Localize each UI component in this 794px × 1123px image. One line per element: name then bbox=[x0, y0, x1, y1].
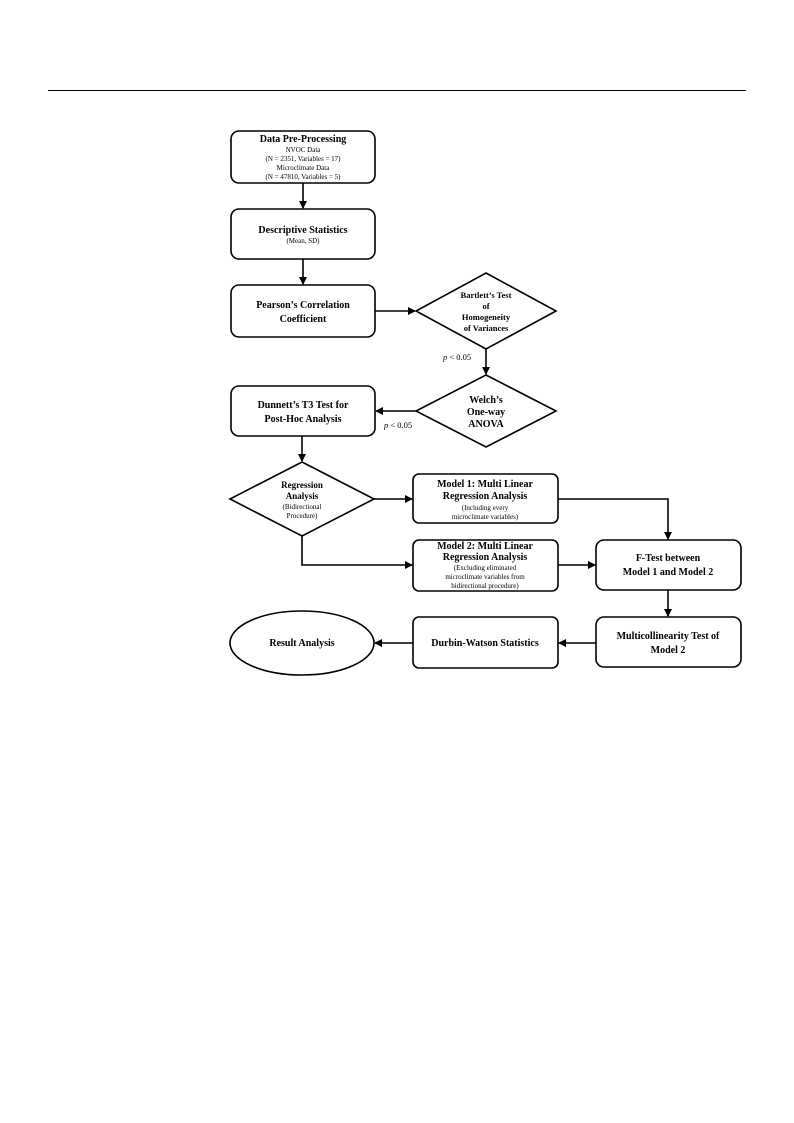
regression-sub: (Bidirectional bbox=[283, 503, 322, 511]
pearson-title: Coefficient bbox=[280, 314, 327, 325]
regression-title: Regression bbox=[281, 480, 323, 490]
multicollinearity-box bbox=[595, 616, 742, 668]
bartlett-title: Homogeneity bbox=[462, 312, 511, 322]
ftest-box bbox=[595, 539, 742, 591]
model2-title: Regression Analysis bbox=[443, 552, 528, 563]
welch-diamond bbox=[414, 374, 558, 448]
p-symbol: p bbox=[442, 352, 447, 362]
arrow-model1-ftest bbox=[558, 498, 672, 540]
header-rule bbox=[48, 90, 746, 91]
preprocessing-line: Microclimate Data bbox=[277, 164, 331, 172]
model1-sub: microclimate variables) bbox=[452, 513, 519, 521]
bartlett-title: Bartlett’s Test bbox=[461, 290, 512, 300]
model2-sub: bidirectional procedure) bbox=[451, 582, 519, 590]
multicollinearity-title: Model 2 bbox=[651, 645, 686, 656]
welch-title: ANOVA bbox=[468, 419, 504, 430]
bartlett-title: of Variances bbox=[464, 323, 509, 333]
pearson-box bbox=[230, 284, 376, 338]
durbin-title: Durbin-Watson Statistics bbox=[431, 638, 539, 649]
p-threshold: < 0.05 bbox=[388, 420, 412, 430]
regression-title: Analysis bbox=[286, 491, 319, 501]
model2-sub: microclimate variables from bbox=[445, 573, 525, 581]
arrow-regression-model2 bbox=[301, 536, 413, 569]
edge-label-welch-dunnett: p < 0.05 bbox=[383, 420, 412, 430]
descriptive-title: Descriptive Statistics bbox=[258, 225, 347, 236]
pearson-title: Pearson’s Correlation bbox=[256, 300, 350, 311]
preprocessing-line: NVOC Data bbox=[286, 146, 322, 154]
edge-label-bartlett-welch: p < 0.05 bbox=[442, 352, 471, 362]
p-threshold: < 0.05 bbox=[447, 352, 471, 362]
preprocessing-line: (N = 2351, Variables = 17) bbox=[265, 155, 341, 163]
model1-sub: (Including every bbox=[462, 504, 509, 512]
result-title: Result Analysis bbox=[269, 638, 334, 649]
model1-title: Regression Analysis bbox=[443, 491, 528, 502]
regression-sub: Procedure) bbox=[287, 512, 318, 520]
bartlett-diamond bbox=[414, 272, 558, 350]
model2-sub: (Excluding eliminated bbox=[454, 564, 517, 572]
welch-title: Welch’s bbox=[469, 395, 503, 406]
ftest-title: F-Test between bbox=[636, 553, 701, 564]
p-symbol: p bbox=[383, 420, 388, 430]
multicollinearity-title: Multicollinearity Test of bbox=[617, 631, 720, 642]
dunnett-box bbox=[230, 385, 376, 437]
model1-title: Model 1: Multi Linear bbox=[437, 479, 533, 490]
dunnett-title: Post-Hoc Analysis bbox=[265, 414, 342, 425]
ftest-title: Model 1 and Model 2 bbox=[623, 567, 714, 578]
preprocessing-line: (N = 47810, Variables = 5) bbox=[265, 173, 341, 181]
bartlett-title: of bbox=[482, 301, 489, 311]
descriptive-sub: (Mean, SD) bbox=[286, 237, 320, 245]
welch-title: One-way bbox=[467, 407, 505, 418]
dunnett-title: Dunnett’s T3 Test for bbox=[258, 400, 349, 411]
model2-title: Model 2: Multi Linear bbox=[437, 541, 533, 552]
preprocessing-title: Data Pre-Processing bbox=[260, 134, 347, 145]
